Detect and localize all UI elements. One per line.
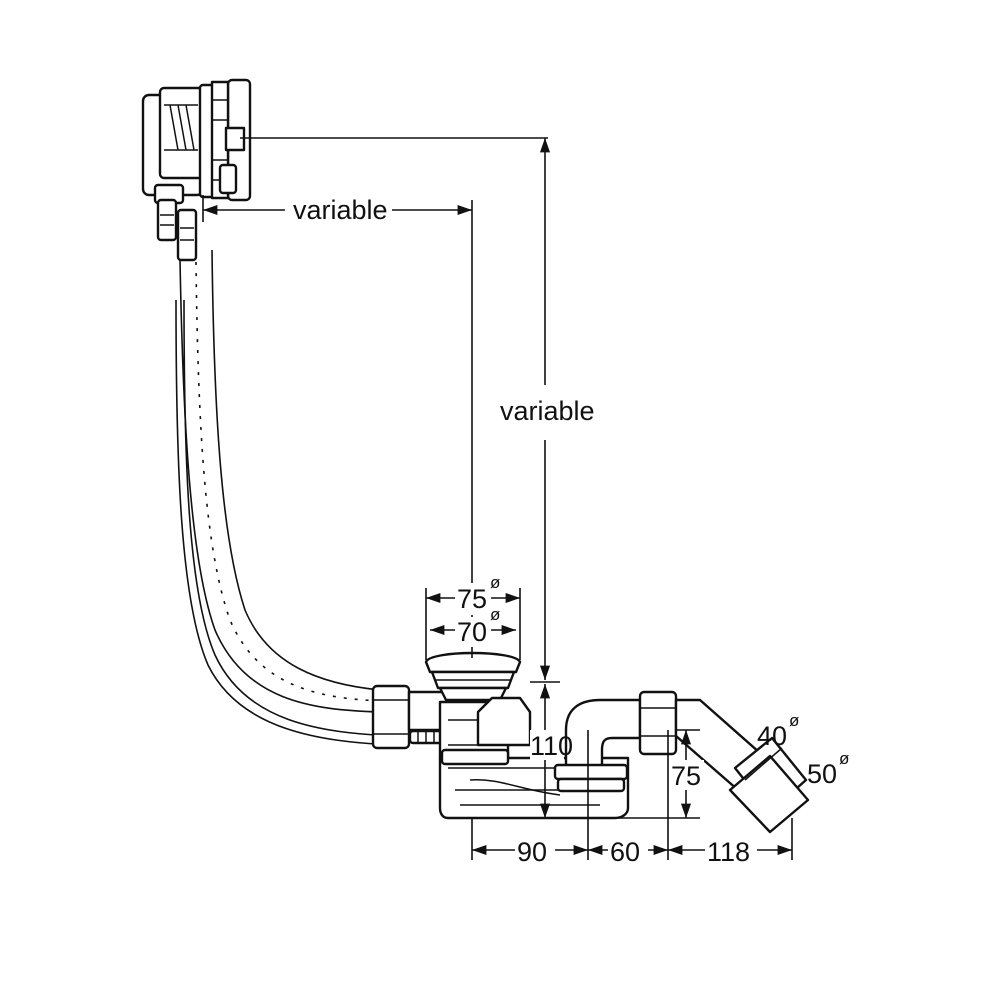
branch-large-symbol: ø [839,749,849,768]
branch-large-label: 50 [807,759,837,789]
horizontal-variable-label: variable [293,195,388,225]
height-label: 110 [530,731,573,761]
outer-diameter-label: 75 [457,584,487,614]
outer-diameter-symbol: ø [490,573,500,592]
dimension-lines [202,137,793,860]
overflow-head [141,78,252,262]
bottom-a-label: 90 [517,837,547,867]
vertical-variable-label: variable [500,396,595,426]
branch-small-label: 40 [757,721,787,751]
drop-label: 75 [671,761,701,791]
inner-diameter-label: 70 [457,617,487,647]
branch-small-symbol: ø [789,711,799,730]
dimension-labels: variable variable 75 ø 70 ø 110 75 90 60… [287,192,849,867]
bottom-c-label: 118 [707,837,750,867]
flexible-hose [175,249,396,746]
inner-diameter-symbol: ø [490,605,500,624]
outlet-pipe [553,690,810,834]
bottom-b-label: 60 [610,837,640,867]
